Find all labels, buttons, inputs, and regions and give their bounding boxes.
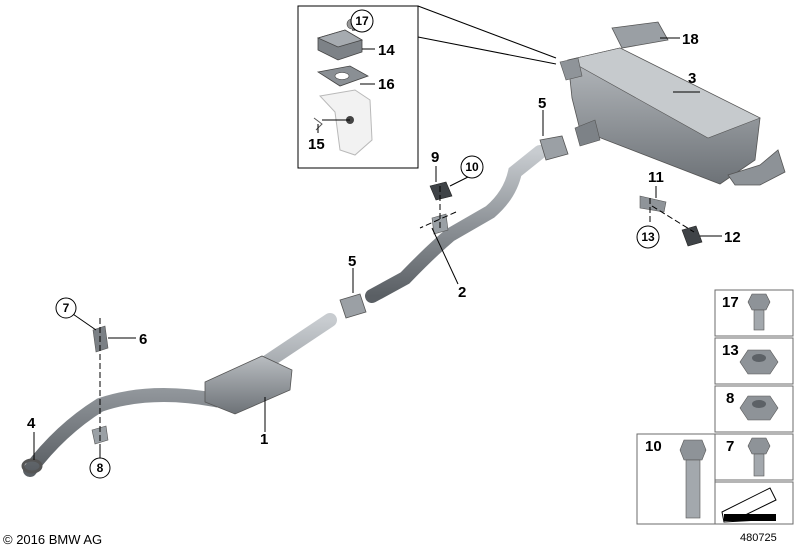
callout-16: 16 [378, 76, 395, 93]
front-muffler [204, 355, 293, 415]
legend-label-7: 7 [726, 438, 734, 455]
callout-13: 13 [641, 230, 655, 244]
middle-pipe-section [365, 145, 547, 303]
tip-trim-18 [611, 21, 669, 49]
clamp-ring-4 [21, 458, 43, 474]
bolt-10-icon [679, 439, 707, 519]
callout-leaders [33, 37, 722, 460]
callout-14: 14 [378, 42, 395, 59]
clamp-5-upper [539, 135, 569, 161]
hardware-legend: 17 13 8 10 7 [636, 289, 794, 525]
callout-2: 2 [458, 284, 466, 301]
copyright-notice: © 2016 BMW AG [3, 532, 103, 547]
dashed-assembly-lines [99, 186, 695, 458]
callout-10: 10 [465, 160, 479, 174]
callout-9: 9 [431, 149, 439, 166]
callout-5-lower: 5 [348, 253, 356, 270]
callout-11: 11 [648, 169, 664, 186]
nut-8-icon [739, 395, 779, 421]
callout-1: 1 [260, 431, 268, 448]
callout-18: 18 [682, 31, 699, 48]
legend-label-13: 13 [722, 342, 739, 359]
gasket-part-illustration [316, 65, 369, 87]
callout-12: 12 [724, 229, 741, 246]
bracket-11 [639, 195, 667, 213]
callout-8: 8 [97, 461, 104, 475]
exhaust-assembly [21, 21, 786, 477]
callout-5-upper: 5 [538, 95, 546, 112]
clamp-5-lower [339, 293, 367, 319]
nut-13-icon [739, 349, 779, 375]
detail-inset [297, 5, 557, 169]
bolt-7-icon [747, 437, 771, 477]
rubber-mount-9 [429, 181, 453, 201]
legend-label-17: 17 [722, 294, 739, 311]
callout-17: 17 [355, 14, 369, 28]
diagram-number: 480725 [740, 532, 777, 544]
legend-label-10: 10 [645, 438, 662, 455]
callout-15: 15 [308, 136, 325, 153]
bolt-17-icon [747, 293, 771, 331]
callout-labels: 1 2 3 4 5 5 6 9 11 12 14 15 16 18 [27, 31, 741, 448]
circled-callouts: 7 8 10 13 17 [55, 9, 660, 479]
callout-7: 7 [63, 301, 70, 315]
diagram-arrow-icon [721, 487, 777, 523]
front-pipe-section [23, 313, 337, 477]
callout-4: 4 [27, 415, 36, 432]
tailpipe [727, 149, 786, 186]
callout-6: 6 [139, 331, 147, 348]
callout-3: 3 [688, 70, 696, 87]
rubber-mount-12 [681, 225, 703, 247]
legend-label-8: 8 [726, 390, 734, 407]
